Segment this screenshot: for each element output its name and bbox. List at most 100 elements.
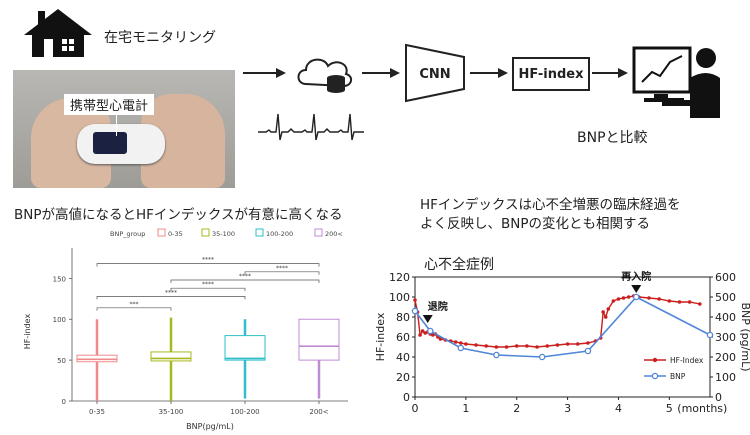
- line-y-right-title: BNP (pg/mL): [739, 302, 750, 371]
- compare-bnp-label: BNPと比較: [577, 130, 648, 146]
- hf-index-point: [555, 343, 560, 347]
- hf-index-point: [525, 344, 529, 348]
- hf-index-point: [687, 300, 692, 304]
- boxplot-box: [298, 318, 340, 361]
- line-y-left-tick-label: 0: [403, 391, 410, 404]
- hf-index-point: [474, 343, 478, 347]
- boxplot-significance-bracket: [96, 263, 320, 267]
- hf-index-point: [667, 299, 672, 303]
- boxplot-legend-key: [157, 228, 166, 237]
- boxplot-legend-key: [201, 228, 210, 237]
- hf-index-point: [586, 341, 590, 345]
- boxplot-box: [76, 354, 118, 363]
- boxplot-significance-bracket: [244, 271, 320, 275]
- boxplot-legend-key: [314, 228, 323, 237]
- boxplot-significance-label: ****: [276, 265, 288, 272]
- line-legend-marker: [652, 357, 658, 363]
- hf-index-point: [458, 341, 463, 345]
- hf-index-point: [545, 344, 550, 348]
- boxplot-legend-label: 200<: [325, 230, 343, 238]
- boxplot-significance-bracket: [96, 295, 246, 300]
- cnn-block: CNN: [405, 43, 465, 103]
- line-legend-marker: [651, 372, 659, 380]
- line-legend-label: HF-Index: [670, 356, 704, 365]
- house-icon: [24, 9, 92, 57]
- line-y-left-tick-label: 120: [389, 271, 410, 284]
- line-legend-label: BNP: [670, 372, 686, 381]
- line-y-right-tick-label: 100: [715, 371, 736, 384]
- device-label-pointer: [116, 112, 117, 136]
- hf-index-point: [647, 296, 651, 300]
- hf-index-point: [601, 310, 605, 314]
- bnp-point: [632, 293, 640, 301]
- bnp-point: [457, 344, 465, 352]
- line-x-tick-label: 0: [412, 402, 419, 415]
- boxplot-x-tick-label: 35-100: [159, 408, 184, 416]
- line-y-left-tick-label: 100: [389, 291, 410, 304]
- line-y-right-tick-label: 500: [715, 291, 736, 304]
- line-x-tick-label: 5: [666, 402, 673, 415]
- device-photo: [13, 70, 235, 188]
- line-y-right-tick-label: 0: [715, 391, 722, 404]
- boxplot-significance-label: ****: [202, 257, 214, 264]
- bnp-point: [493, 351, 500, 359]
- boxplot-significance-bracket: [96, 307, 172, 311]
- boxplot-legend-label: 0-35: [168, 230, 183, 238]
- boxplot-significance-label: ****: [165, 289, 177, 296]
- line-y-right-tick-label: 400: [715, 311, 736, 324]
- bnp-point: [584, 347, 592, 355]
- hf-index-point: [420, 329, 425, 333]
- hf-index-point: [657, 297, 661, 301]
- boxplot-significance-bracket: [170, 279, 320, 283]
- line-y-left-title: HF-index: [374, 312, 387, 361]
- boxplot-box: [224, 335, 266, 361]
- boxplot-x-tick-label: 100-200: [230, 408, 259, 416]
- line-x-axis-title: (months): [677, 402, 727, 415]
- hf-index-point: [621, 296, 626, 300]
- hf-index-point: [603, 315, 608, 319]
- boxplot-x-tick-label: 0-35: [89, 408, 105, 416]
- line-y-right-tick-label: 600: [715, 271, 736, 284]
- left-caption: BNPが高値になるとHFインデックスが有意に高くなる: [14, 207, 343, 223]
- hf-index-point: [698, 302, 702, 306]
- bnp-point: [411, 307, 419, 315]
- boxplot-y-tick-label: 0: [62, 398, 66, 406]
- device-label: 携帯型心電計: [64, 94, 155, 115]
- hf-index-point: [438, 337, 443, 341]
- hf-index-point: [535, 345, 539, 349]
- annotation-label: 再入院: [621, 270, 651, 283]
- line-y-left-tick-label: 20: [396, 371, 410, 384]
- hf-index-point: [606, 307, 611, 311]
- line-plot-frame: [414, 276, 711, 398]
- line-y-left-tick-label: 40: [396, 351, 410, 364]
- line-x-tick-label: 1: [462, 402, 469, 415]
- line-x-tick-label: 3: [564, 402, 571, 415]
- hf-index-point: [514, 344, 519, 348]
- bnp-point: [538, 353, 546, 361]
- home-monitoring-label: 在宅モニタリング: [104, 30, 216, 46]
- doctor-monitor-icon: [632, 46, 720, 118]
- line-x-tick-label: 2: [513, 402, 520, 415]
- boxplot-y-tick-label: 100: [53, 316, 66, 324]
- ecg-device-screen: [93, 132, 127, 154]
- ecg-waveform: [258, 113, 364, 141]
- case-title: 心不全症例: [424, 257, 494, 273]
- hf-index-point: [413, 298, 417, 302]
- right-caption-line-1: HFインデックスは心不全増悪の臨床経過を: [420, 197, 681, 213]
- hf-index-point: [616, 297, 621, 301]
- annotation-marker: [422, 315, 433, 323]
- boxplot-x-tick-label: 200<: [309, 408, 328, 416]
- hf-index-point: [565, 342, 570, 346]
- hf-index-point: [626, 295, 631, 299]
- hf-index-point: [453, 340, 458, 344]
- hf-index-point: [504, 345, 509, 349]
- hf-index-point: [611, 299, 616, 303]
- bnp-point: [706, 331, 714, 339]
- boxplot-legend-label: 100-200: [266, 230, 293, 238]
- boxplot-legend-label: 35-100: [212, 230, 235, 238]
- boxplot-significance-label: ****: [202, 281, 214, 288]
- boxplot-x-axis-title: BNP(pg/mL): [186, 422, 234, 431]
- boxplot-legend-key: [255, 228, 264, 237]
- boxplot-legend-title: BNP_group: [110, 230, 145, 238]
